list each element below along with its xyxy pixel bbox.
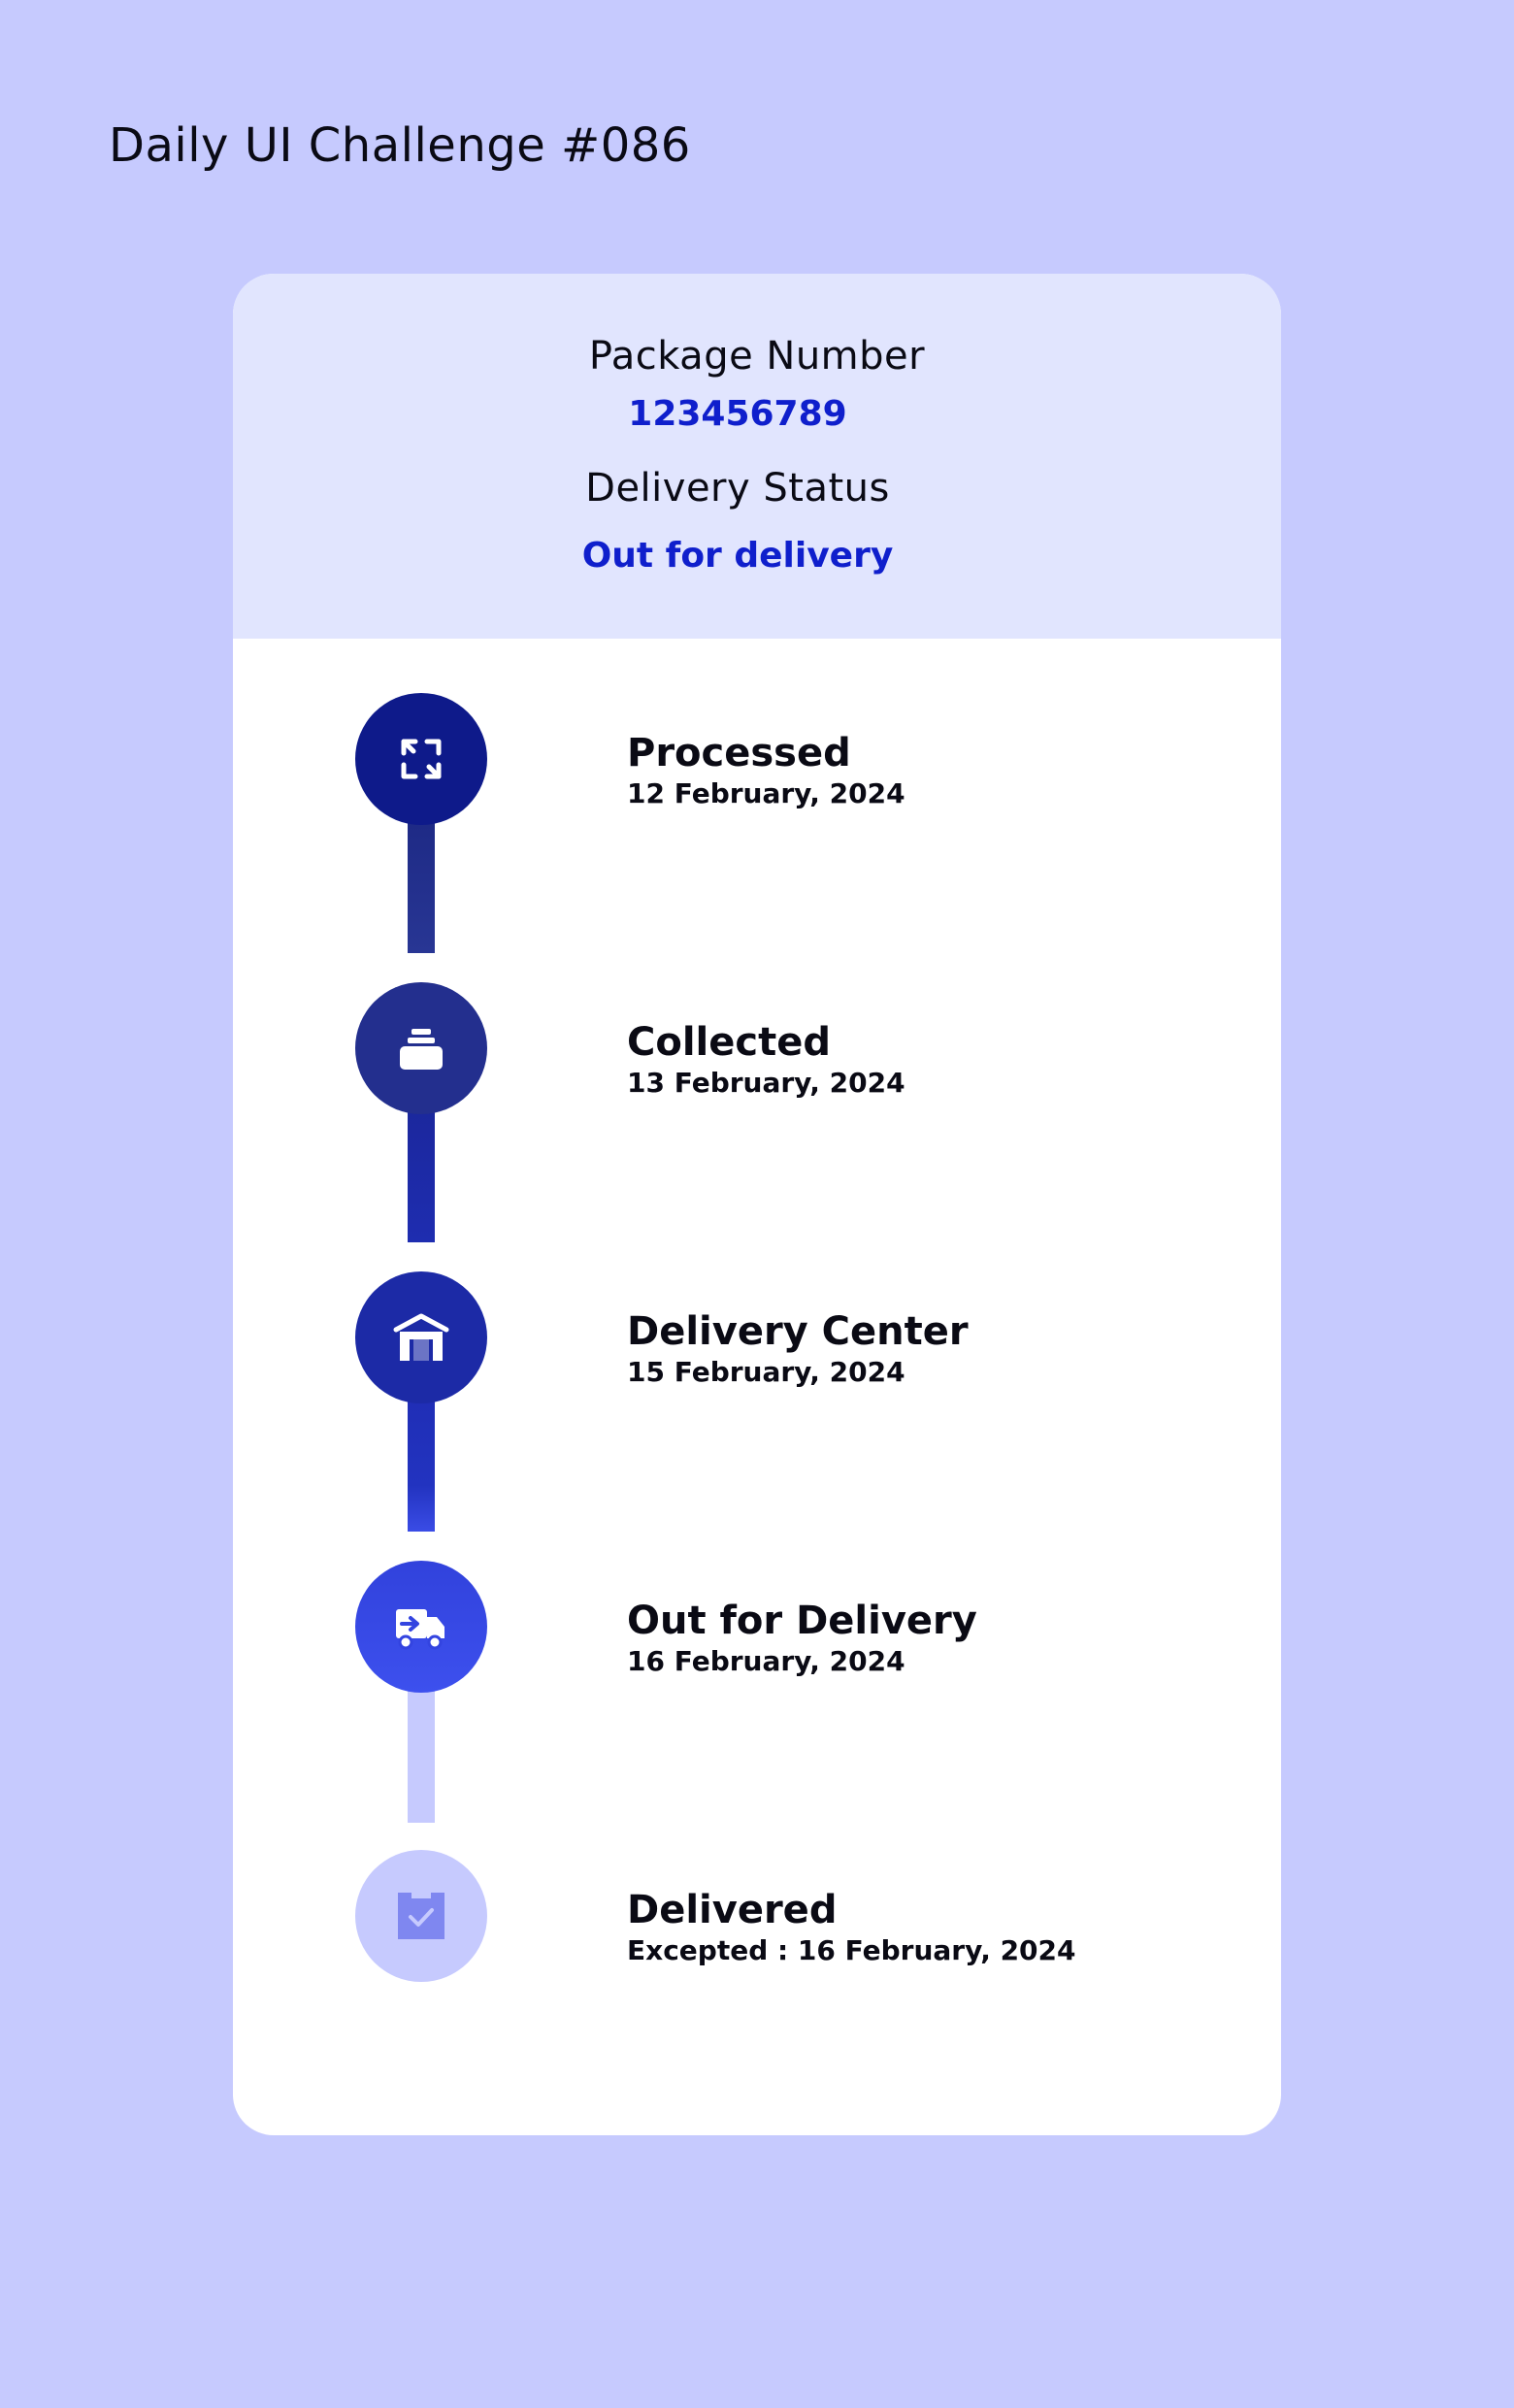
step-collected: Collected 13 February, 2024 bbox=[627, 1019, 905, 1101]
delivery-truck-icon bbox=[396, 1609, 444, 1650]
step-delivered-node bbox=[355, 1850, 487, 1982]
step-out-for-delivery: Out for Delivery 16 February, 2024 bbox=[627, 1598, 977, 1679]
step-title: Delivered bbox=[627, 1888, 838, 1932]
delivery-status-value: Out for delivery bbox=[581, 536, 894, 576]
step-date: 13 February, 2024 bbox=[627, 1067, 905, 1099]
step-date: 12 February, 2024 bbox=[627, 777, 905, 809]
step-date: 15 February, 2024 bbox=[627, 1356, 905, 1388]
step-title: Processed bbox=[627, 731, 851, 775]
step-title: Collected bbox=[627, 1020, 831, 1065]
processing-arrows-icon bbox=[401, 739, 442, 779]
package-number-value: 123456789 bbox=[628, 394, 847, 434]
step-title: Out for Delivery bbox=[627, 1599, 977, 1643]
step-delivery-center-node bbox=[355, 1271, 487, 1403]
step-delivery-center: Delivery Center 15 February, 2024 bbox=[627, 1308, 969, 1390]
step-title: Delivery Center bbox=[627, 1309, 969, 1354]
delivery-status-label: Delivery Status bbox=[585, 466, 890, 511]
tracking-timeline: Processed 12 February, 2024 Collected 13… bbox=[233, 639, 1281, 2135]
step-delivered: Delivered Excepted : 16 February, 2024 bbox=[627, 1887, 1076, 1968]
clipboard-check-icon bbox=[398, 1893, 444, 1939]
tracking-card: Package Number 123456789 Delivery Status… bbox=[233, 274, 1281, 2135]
package-summary: Package Number 123456789 Delivery Status… bbox=[233, 274, 1281, 639]
step-processed: Processed 12 February, 2024 bbox=[627, 730, 905, 811]
step-collected-node bbox=[355, 982, 487, 1114]
step-out-for-delivery-node bbox=[355, 1561, 487, 1693]
warehouse-icon bbox=[393, 1313, 449, 1361]
package-stack-icon bbox=[400, 1029, 443, 1070]
package-number-label: Package Number bbox=[588, 334, 926, 379]
step-processed-node bbox=[355, 693, 487, 825]
step-date: 16 February, 2024 bbox=[627, 1645, 905, 1677]
step-date: Excepted : 16 February, 2024 bbox=[627, 1934, 1076, 1966]
page-title: Daily UI Challenge #086 bbox=[109, 118, 691, 173]
